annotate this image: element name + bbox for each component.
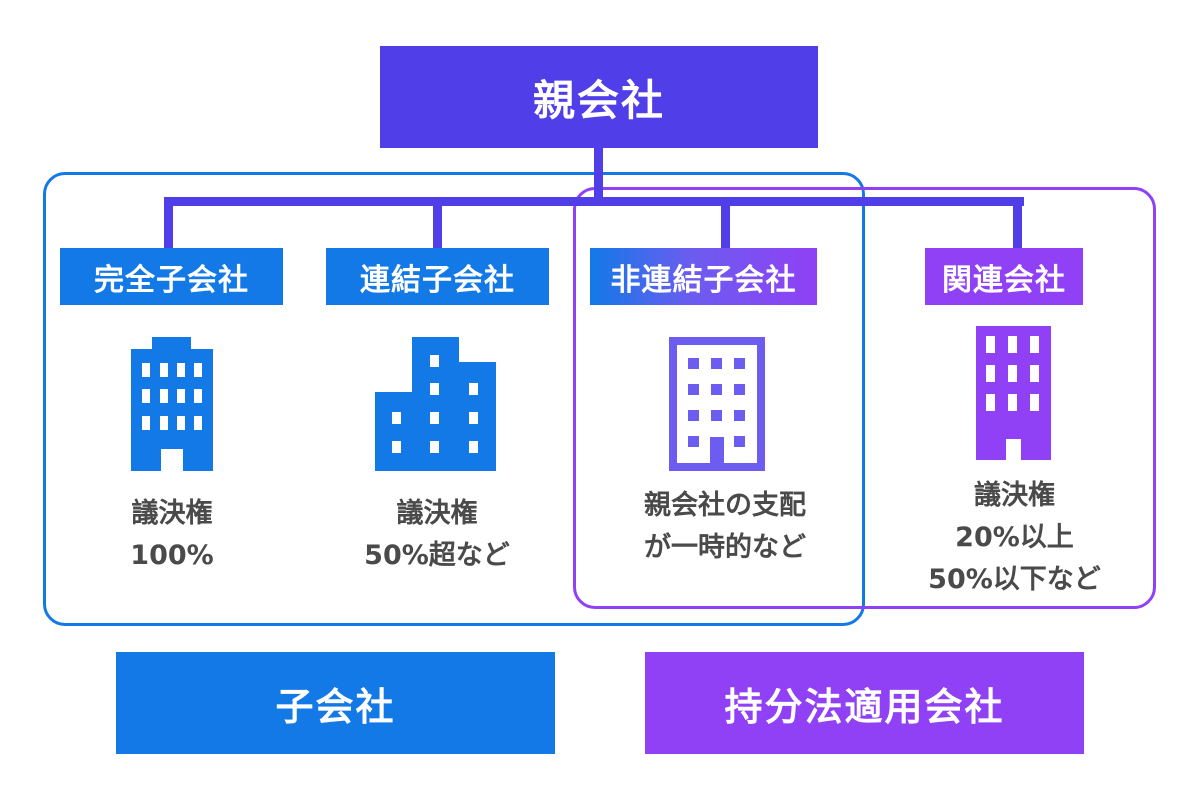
label-text: 関連会社 — [942, 262, 1066, 298]
parent-company-label: 親会社 — [532, 75, 665, 125]
connector-drop-3 — [721, 197, 730, 249]
label-text: 完全子会社 — [94, 262, 249, 298]
description-line: 50%超など — [364, 540, 510, 571]
connector-drop-1 — [164, 197, 173, 249]
subsidiary-group-outline — [43, 172, 865, 626]
group-label-text: 子会社 — [275, 684, 396, 729]
description-line: 100% — [130, 540, 214, 571]
label-text: 連結子会社 — [360, 262, 515, 298]
label-consolidated-subsidiary: 連結子会社 — [326, 248, 549, 305]
connector-horizontal — [164, 197, 1024, 206]
equity-method-group-outline — [573, 187, 1156, 609]
description-line: が一時的など — [644, 532, 806, 563]
description-unconsolidated: 親会社の支配 が一時的など — [612, 485, 838, 569]
description-line: 議決権 — [974, 480, 1055, 511]
description-line: 議決権 — [396, 498, 478, 529]
office-building-icon — [131, 337, 213, 471]
connector-drop-2 — [433, 197, 442, 249]
building-icon — [976, 326, 1051, 460]
description-line: 20%以上 — [955, 522, 1074, 553]
stepped-buildings-icon — [375, 337, 496, 471]
parent-company-box: 親会社 — [380, 46, 818, 148]
outlined-building-icon — [669, 337, 765, 471]
connector-trunk — [594, 148, 603, 204]
description-consolidated: 議決権 50%超など — [337, 493, 537, 577]
label-unconsolidated-subsidiary: 非連結子会社 — [590, 248, 817, 305]
label-text: 非連結子会社 — [610, 262, 797, 298]
equity-method-group-label: 持分法適用会社 — [645, 652, 1084, 754]
description-line: 50%以下など — [928, 564, 1101, 595]
description-affiliate: 議決権 20%以上 50%以下など — [902, 475, 1127, 601]
subsidiary-group-label: 子会社 — [116, 652, 555, 754]
group-label-text: 持分法適用会社 — [724, 684, 1005, 729]
connector-drop-4 — [1013, 197, 1022, 249]
label-affiliate: 関連会社 — [925, 248, 1083, 305]
label-wholly-owned-subsidiary: 完全子会社 — [60, 248, 283, 305]
description-wholly-owned: 議決権 100% — [72, 493, 272, 577]
description-line: 議決権 — [131, 498, 213, 529]
description-line: 親会社の支配 — [644, 490, 806, 521]
